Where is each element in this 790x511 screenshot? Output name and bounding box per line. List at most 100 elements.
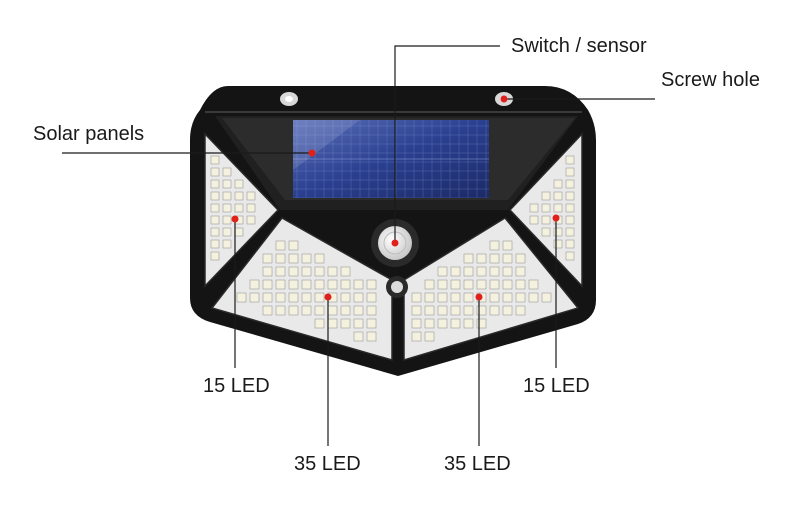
led-cell [210,203,220,213]
led-cell [476,266,487,277]
led-cell [353,331,364,342]
label-screw-hole: Screw hole [661,69,760,91]
led-cell [565,227,575,237]
led-cell [210,155,220,165]
led-cell [222,203,232,213]
led-cell [424,305,435,316]
led-cell [249,279,260,290]
led-cell [565,203,575,213]
led-cell [529,203,539,213]
led-cell [210,227,220,237]
led-cell [541,203,551,213]
led-cell [210,179,220,189]
led-cell [476,318,487,329]
led-cell [424,279,435,290]
led-cell [275,305,286,316]
led-cell [353,279,364,290]
led-cell [450,318,461,329]
led-cell [327,266,338,277]
led-cell [340,279,351,290]
led-cell [246,215,256,225]
led-grid-right-front [411,240,552,342]
led-cell [502,305,513,316]
led-cell [565,155,575,165]
led-cell [450,292,461,303]
led-cell [262,292,273,303]
marker-dot-switch-sensor [391,239,399,247]
led-cell [275,266,286,277]
led-cell [502,253,513,264]
led-cell [476,253,487,264]
led-cell [366,279,377,290]
led-cell [288,305,299,316]
led-cell [288,266,299,277]
leader-switch-sensor [394,45,500,243]
led-cell [340,292,351,303]
led-cell [553,203,563,213]
led-cell [327,318,338,329]
led-cell [553,179,563,189]
led-cell [249,292,260,303]
led-cell [541,191,551,201]
led-cell [353,292,364,303]
led-cell [314,253,325,264]
led-cell [301,253,312,264]
led-cell [528,292,539,303]
led-cell [210,191,220,201]
led-cell [463,292,474,303]
solar-panel [222,118,575,200]
led-cell [222,215,232,225]
led-cell [565,215,575,225]
mode-switch [386,276,408,298]
label-switch-sensor: Switch / sensor [511,35,647,57]
led-cell [210,215,220,225]
led-cell [463,279,474,290]
marker-dot-screw-hole [500,95,508,103]
led-cell [366,331,377,342]
led-cell [424,318,435,329]
led-cell [411,318,422,329]
led-cell [288,240,299,251]
led-cell [541,215,551,225]
led-cell [366,305,377,316]
led-cell [489,266,500,277]
led-cell [210,239,220,249]
led-cell [515,305,526,316]
led-cell [340,305,351,316]
led-cell [450,305,461,316]
led-cell [553,239,563,249]
marker-dot-left-side-leds [231,215,239,223]
led-cell [565,251,575,261]
led-cell [489,292,500,303]
led-cell [314,292,325,303]
marker-dot-right-front-leds [475,293,483,301]
led-cell [314,305,325,316]
led-cell [301,279,312,290]
led-cell [529,215,539,225]
led-cell [411,331,422,342]
led-cell [210,167,220,177]
led-cell [463,266,474,277]
label-right-front-leds: 35 LED [444,453,511,475]
led-cell [234,203,244,213]
led-cell [262,266,273,277]
led-cell [275,292,286,303]
led-cell [314,266,325,277]
led-cell [288,253,299,264]
led-cell [210,251,220,261]
marker-dot-left-front-leds [324,293,332,301]
led-cell [502,266,513,277]
led-cell [502,279,513,290]
screw-hole-left [280,92,298,106]
label-right-side-leds: 15 LED [523,375,590,397]
led-cell [411,305,422,316]
led-cell [222,227,232,237]
led-cell [437,279,448,290]
led-cell [515,279,526,290]
led-cell [515,266,526,277]
led-cell [340,266,351,277]
led-cell [553,191,563,201]
led-cell [502,292,513,303]
led-cell [565,191,575,201]
